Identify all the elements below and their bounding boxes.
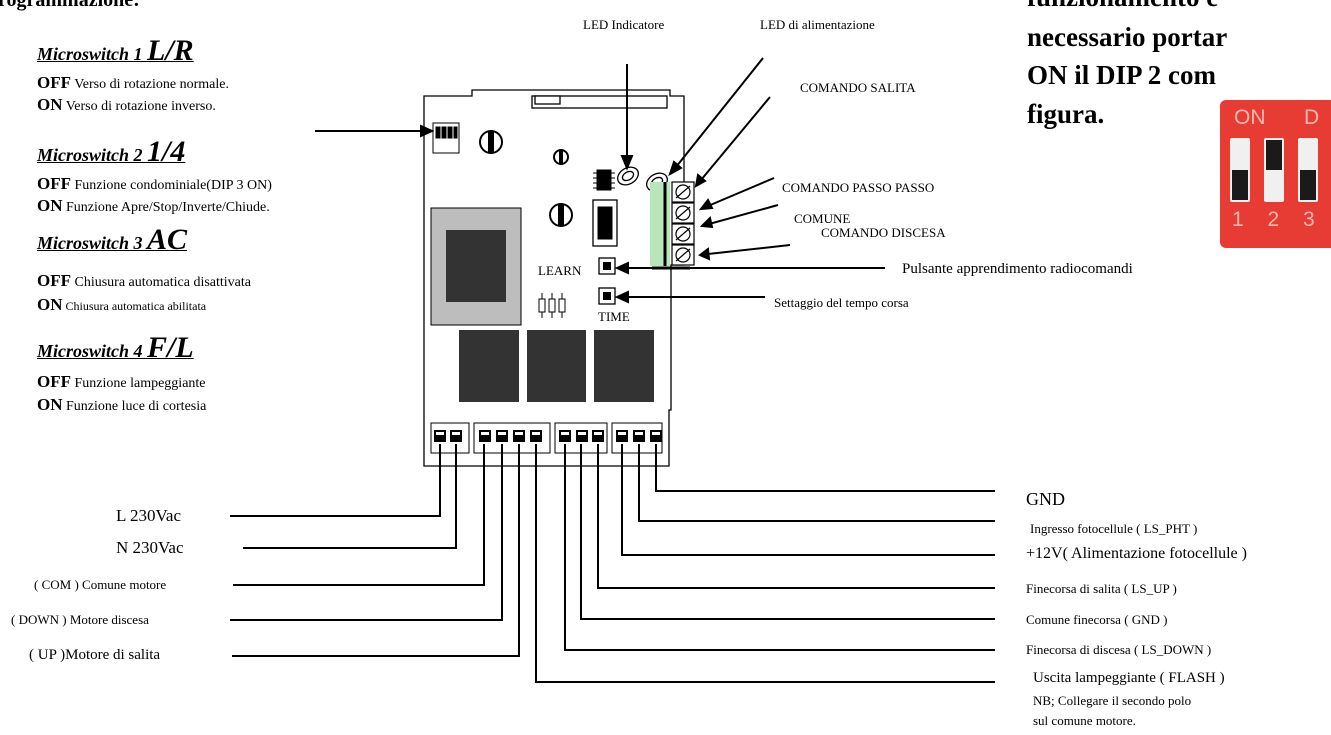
led-alimentazione-label: LED di alimentazione bbox=[760, 17, 875, 32]
note-line-3: ON il DIP 2 com bbox=[1027, 60, 1216, 90]
comando-discesa-label: COMANDO DISCESA bbox=[821, 225, 946, 240]
terminal-label-ls-gnd: Comune finecorsa ( GND ) bbox=[1026, 612, 1168, 627]
comune-label: COMUNE bbox=[794, 211, 851, 226]
note-line-a: NB; Collegare il secondo polo bbox=[1033, 693, 1192, 708]
note-line-4: figura. bbox=[1027, 99, 1105, 129]
dip-switch-3 bbox=[1298, 138, 1318, 202]
microswitch-on: ON Verso di rotazione inverso. bbox=[37, 95, 216, 114]
board-dip-switch bbox=[432, 122, 460, 154]
microswitch-title: Microswitch 4 F/L bbox=[37, 331, 194, 364]
comando-salita-label: COMANDO SALITA bbox=[800, 80, 916, 95]
learn-label: LEARN bbox=[538, 263, 582, 278]
right-leader-lines bbox=[535, 444, 995, 683]
microswitch-on: ON Funzione Apre/Stop/Inverte/Chiude. bbox=[37, 196, 270, 215]
chip-large bbox=[592, 199, 618, 247]
dip-switch-1 bbox=[1230, 138, 1250, 202]
microswitch-title: Microswitch 1 L/R bbox=[37, 34, 194, 67]
relay-1 bbox=[459, 330, 519, 402]
terminal-label-l: L 230Vac bbox=[116, 506, 181, 525]
comando-passo-label: COMANDO PASSO PASSO bbox=[782, 180, 935, 195]
terminal-label-12v: +12V( Alimentazione fotocellule ) bbox=[1026, 545, 1247, 562]
microswitch-title: Microswitch 2 1/4 bbox=[37, 135, 186, 168]
section-title: rogrammazione: bbox=[0, 0, 140, 11]
terminal-label-ls-down: Finecorsa di discesa ( LS_DOWN ) bbox=[1026, 642, 1212, 657]
microswitch-off: OFF Funzione condominiale(DIP 3 ON) bbox=[37, 174, 272, 193]
terminal-label-flash: Uscita lampeggiante ( FLASH ) bbox=[1033, 670, 1225, 686]
pulsante-label: Pulsante apprendimento radiocomandi bbox=[902, 261, 1133, 277]
microswitch-on: ON Funzione luce di cortesia bbox=[37, 395, 207, 414]
terminal-label-up: ( UP )Motore di salita bbox=[29, 647, 161, 663]
pointer-arrows bbox=[315, 57, 885, 304]
resistors bbox=[538, 293, 566, 318]
learn-button bbox=[598, 257, 616, 275]
microswitch-off: OFF Verso di rotazione normale. bbox=[37, 73, 229, 92]
time-label: TIME bbox=[598, 309, 630, 324]
trimmer-1 bbox=[479, 130, 503, 154]
screw-terminals bbox=[671, 181, 695, 266]
trimmer-2 bbox=[549, 203, 573, 227]
note-line-1: funzionamento è bbox=[1027, 0, 1218, 11]
left-leader-lines bbox=[230, 444, 520, 657]
microswitch-on: ON Chiusura automatica abilitata bbox=[37, 295, 207, 314]
note-line-b: sul comune motore. bbox=[1033, 713, 1136, 728]
microswitch-off: OFF Funzione lampeggiante bbox=[37, 372, 206, 391]
microswitch-title: Microswitch 3 AC bbox=[37, 223, 188, 256]
dip-switch-2 bbox=[1264, 138, 1284, 202]
relay-2 bbox=[527, 330, 586, 402]
terminal-label-down: ( DOWN ) Motore discesa bbox=[11, 612, 149, 627]
input-terminal-strip bbox=[650, 182, 670, 266]
relay-3 bbox=[594, 330, 654, 402]
transformer-core bbox=[446, 230, 506, 302]
terminal-label-ls-up: Finecorsa di salita ( LS_UP ) bbox=[1026, 581, 1177, 596]
terminal-label-n: N 230Vac bbox=[116, 538, 184, 557]
dip-d-label: D bbox=[1304, 106, 1320, 129]
led-indicatore-label: LED Indicatore bbox=[583, 17, 665, 32]
led-indicator bbox=[617, 166, 639, 186]
chip-small bbox=[593, 169, 615, 191]
terminal-label-pht: Ingresso fotocellule ( LS_PHT ) bbox=[1030, 521, 1198, 536]
small-cap bbox=[553, 149, 569, 165]
time-button bbox=[598, 287, 616, 305]
dip-switch-photo: ON D 1 2 3 bbox=[1220, 100, 1331, 248]
note-line-2: necessario portar bbox=[1027, 22, 1228, 52]
terminal-label-gnd: GND bbox=[1026, 489, 1065, 509]
terminal-label-com: ( COM ) Comune motore bbox=[34, 577, 167, 592]
settaggio-label: Settaggio del tempo corsa bbox=[774, 295, 909, 310]
microswitch-off: OFF Chiusura automatica disattivata bbox=[37, 271, 252, 290]
dip-on-label: ON bbox=[1234, 106, 1266, 129]
dip-numbers: 1 2 3 bbox=[1232, 208, 1324, 231]
